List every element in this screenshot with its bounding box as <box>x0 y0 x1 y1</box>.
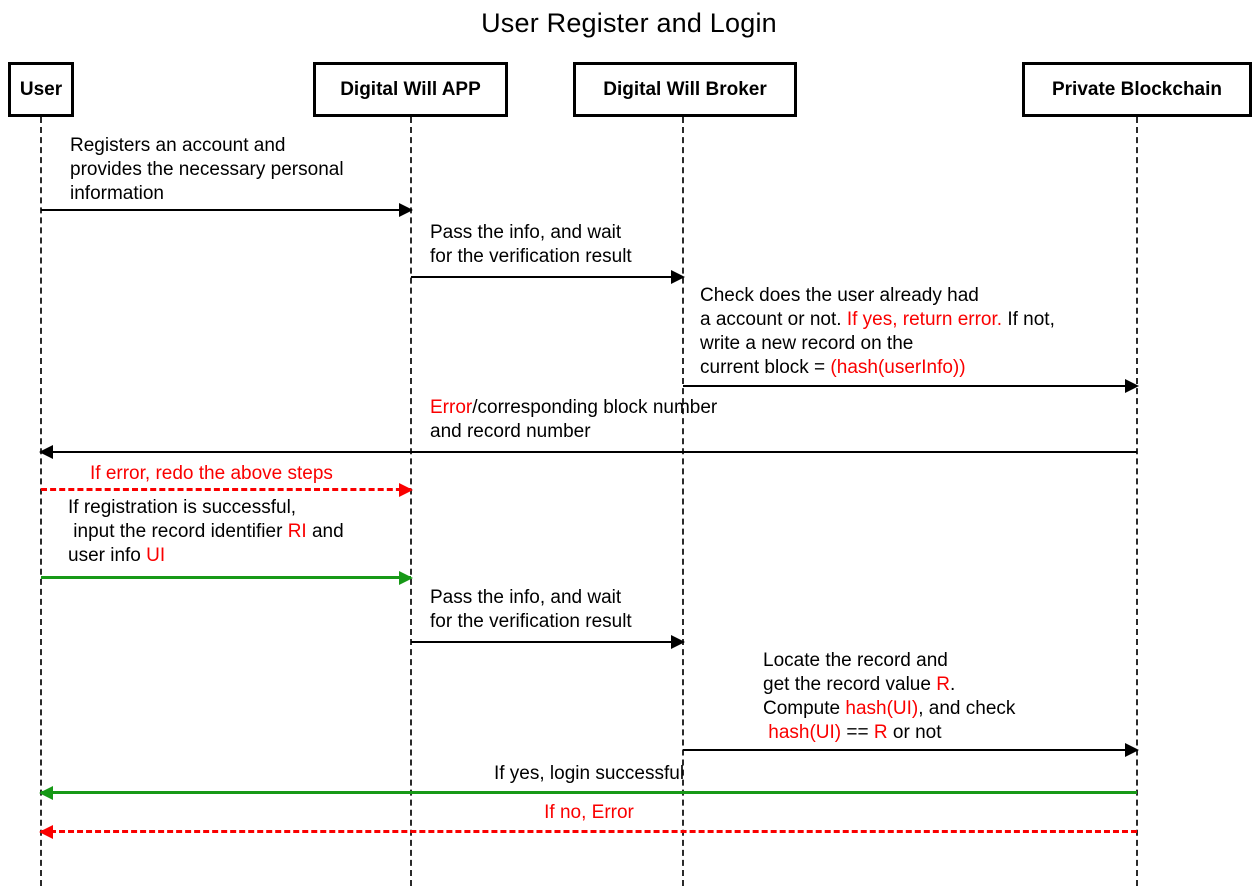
message-text-line: and record number <box>430 421 591 442</box>
message-8-arrow <box>683 743 1139 757</box>
lifeline-user <box>40 117 42 886</box>
message-text-line: user info UI <box>68 545 166 566</box>
message-text-line: input the record identifier RI and <box>68 521 344 542</box>
message-4-label: Error/corresponding block number and reco… <box>430 396 717 444</box>
participant-user: User <box>8 62 74 117</box>
participant-private-blockchain: Private Blockchain <box>1022 62 1252 117</box>
message-text-line: Registers an account and <box>70 135 286 156</box>
arrowhead-left-icon <box>39 825 53 839</box>
message-7-label: Pass the info, and wait for the verificat… <box>430 586 632 634</box>
arrowhead-left-icon <box>39 786 53 800</box>
message-text-line: hash(UI) == R or not <box>768 722 942 743</box>
message-text-line: current block = (hash(userInfo)) <box>700 357 966 378</box>
message-text-line: a account or not. If yes, return error. … <box>700 309 1055 330</box>
arrowhead-right-icon <box>671 635 685 649</box>
arrowhead-right-icon <box>399 571 413 585</box>
message-text-line: Pass the info, and wait <box>430 222 622 243</box>
message-text-line: If yes, login successful <box>493 763 685 784</box>
arrowhead-right-icon <box>399 203 413 217</box>
lifeline-digital-will-broker <box>682 117 684 886</box>
message-2-label: Pass the info, and wait for the verificat… <box>430 221 632 269</box>
message-text-line: Pass the info, and wait <box>430 587 622 608</box>
participant-digital-will-broker: Digital Will Broker <box>573 62 797 117</box>
arrowhead-right-icon <box>671 270 685 284</box>
arrowhead-right-icon <box>1125 379 1139 393</box>
message-5-label: If error, redo the above steps <box>90 462 333 486</box>
message-1-arrow <box>41 203 413 217</box>
message-9-arrow <box>39 786 1137 800</box>
message-text-line: Check does the user already had <box>700 285 979 306</box>
message-text-line: provides the necessary personal <box>70 159 344 180</box>
arrowhead-right-icon <box>1125 743 1139 757</box>
message-5-arrow <box>41 483 413 497</box>
message-text-line: get the record value R. <box>763 674 956 695</box>
message-text-line: If no, Error <box>544 802 634 823</box>
message-2-arrow <box>411 270 685 284</box>
arrowhead-right-icon <box>399 483 413 497</box>
message-1-label: Registers an account and provides the nec… <box>70 134 344 206</box>
message-7-arrow <box>411 635 685 649</box>
participant-digital-will-app: Digital Will APP <box>313 62 508 117</box>
message-text-line: Error/corresponding block number <box>430 397 718 418</box>
message-9-label: If yes, login successful <box>41 762 1137 786</box>
message-text-line: Locate the record and <box>763 650 948 671</box>
message-text-line: If error, redo the above steps <box>90 463 333 484</box>
message-3-label: Check does the user already had a account… <box>700 284 1055 380</box>
message-6-label: If registration is successful, input the… <box>68 496 344 568</box>
message-text-line: write a new record on the <box>700 333 914 354</box>
diagram-title: User Register and Login <box>481 8 777 38</box>
message-6-arrow <box>41 571 413 585</box>
message-10-label: If no, Error <box>41 801 1137 825</box>
message-3-arrow <box>683 379 1139 393</box>
lifeline-digital-will-app <box>410 117 412 886</box>
arrowhead-left-icon <box>39 445 53 459</box>
message-10-arrow <box>39 825 1137 839</box>
lifeline-private-blockchain <box>1136 117 1138 886</box>
message-text-line: for the verification result <box>430 611 632 632</box>
message-text-line: for the verification result <box>430 246 632 267</box>
message-text-line: If registration is successful, <box>68 497 297 518</box>
message-text-line: Compute hash(UI), and check <box>763 698 1016 719</box>
message-4-arrow <box>39 445 1137 459</box>
message-text-line: information <box>70 183 164 204</box>
message-8-label: Locate the record and get the record valu… <box>763 649 1015 745</box>
